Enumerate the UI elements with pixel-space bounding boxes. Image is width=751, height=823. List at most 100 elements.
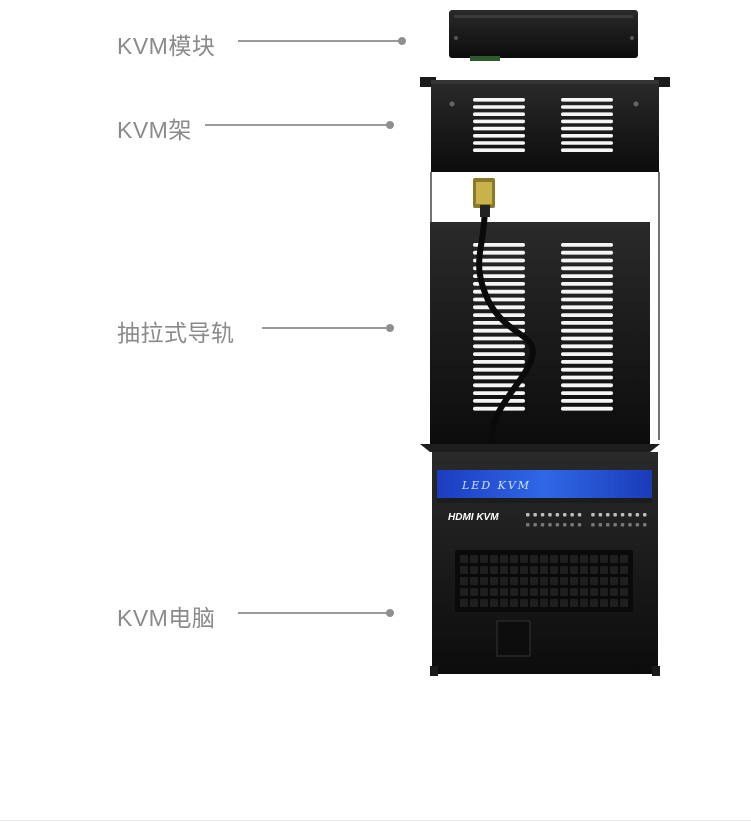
key — [460, 599, 468, 607]
vent-slot — [473, 126, 525, 131]
lcd-screen — [437, 470, 652, 498]
leader-dot-rack — [386, 121, 394, 129]
key — [560, 577, 568, 585]
key — [610, 588, 618, 596]
vent-slot — [473, 250, 525, 255]
vent-slot — [473, 266, 525, 271]
key — [620, 566, 628, 574]
status-led — [635, 523, 640, 527]
vent-slot — [473, 112, 525, 116]
key — [490, 588, 498, 596]
key — [570, 566, 578, 574]
bottom-divider — [0, 820, 751, 821]
key — [530, 577, 538, 585]
key — [580, 555, 588, 563]
rack-vent-slots — [473, 98, 613, 152]
key — [620, 577, 628, 585]
status-led — [613, 513, 617, 517]
key — [560, 555, 568, 563]
key — [520, 566, 528, 574]
vent-slot — [561, 289, 613, 294]
vent-slot — [473, 367, 525, 372]
status-led — [526, 513, 530, 517]
vent-slot — [473, 119, 525, 124]
vent-slot — [473, 297, 525, 302]
status-led — [570, 523, 574, 527]
vent-slot — [561, 328, 613, 333]
vent-slot — [561, 148, 613, 152]
key — [530, 555, 538, 563]
key — [530, 599, 538, 607]
vent-slot — [473, 243, 525, 247]
vent-slot — [561, 105, 613, 109]
key — [520, 555, 528, 563]
vent-slot — [561, 375, 613, 380]
key — [460, 577, 468, 585]
status-led — [563, 513, 567, 517]
key — [520, 599, 528, 607]
sliding-rail-unit — [420, 178, 660, 452]
key — [520, 577, 528, 585]
key — [540, 555, 548, 563]
keyboard-keys — [460, 555, 628, 607]
status-led — [533, 523, 537, 527]
vent-slot — [561, 243, 613, 247]
vent-slot — [561, 399, 613, 403]
vent-slot — [561, 250, 613, 255]
key — [580, 599, 588, 607]
leader-dot-computer — [386, 609, 394, 617]
key — [590, 577, 598, 585]
key — [480, 555, 488, 563]
status-led — [628, 513, 632, 517]
vent-slot — [561, 321, 613, 325]
vent-slot — [561, 336, 613, 341]
status-led — [620, 523, 625, 527]
vent-slot — [473, 134, 525, 138]
key — [560, 566, 568, 574]
vent-slot — [561, 98, 613, 102]
vent-slot — [473, 391, 525, 395]
label-sliding-rail: 抽拉式导轨 — [117, 320, 235, 346]
key — [460, 588, 468, 596]
vent-slot — [473, 141, 525, 145]
vent-slot — [473, 321, 525, 325]
leader-dot-rail — [386, 324, 394, 332]
vent-slot — [473, 336, 525, 341]
vent-slot — [561, 112, 613, 116]
status-led — [570, 513, 574, 517]
key — [600, 588, 608, 596]
vent-slot — [561, 383, 613, 388]
key — [600, 577, 608, 585]
key — [470, 577, 478, 585]
status-led — [635, 513, 640, 517]
status-led — [628, 523, 632, 527]
key — [570, 599, 578, 607]
vent-slot — [561, 134, 613, 138]
vent-slot — [561, 141, 613, 145]
vent-slot — [473, 105, 525, 109]
key — [580, 566, 588, 574]
status-led — [526, 523, 530, 527]
key — [550, 599, 558, 607]
key — [550, 577, 558, 585]
vent-slot — [473, 258, 525, 263]
status-led — [577, 523, 582, 527]
label-kvm-rack: KVM架 — [117, 117, 192, 143]
key — [510, 555, 518, 563]
key — [550, 555, 558, 563]
status-led — [591, 523, 595, 527]
vent-slot — [561, 282, 613, 286]
key — [490, 577, 498, 585]
status-led — [598, 513, 603, 517]
vent-slot — [561, 360, 613, 364]
status-led — [598, 523, 603, 527]
label-kvm-computer: KVM电脑 — [117, 605, 216, 631]
leader-dot-module — [398, 37, 406, 45]
key — [510, 588, 518, 596]
vent-slot — [561, 258, 613, 263]
key — [560, 588, 568, 596]
vent-slot — [561, 305, 613, 310]
brand-label: HDMI KVM — [448, 512, 499, 523]
status-led — [577, 513, 582, 517]
